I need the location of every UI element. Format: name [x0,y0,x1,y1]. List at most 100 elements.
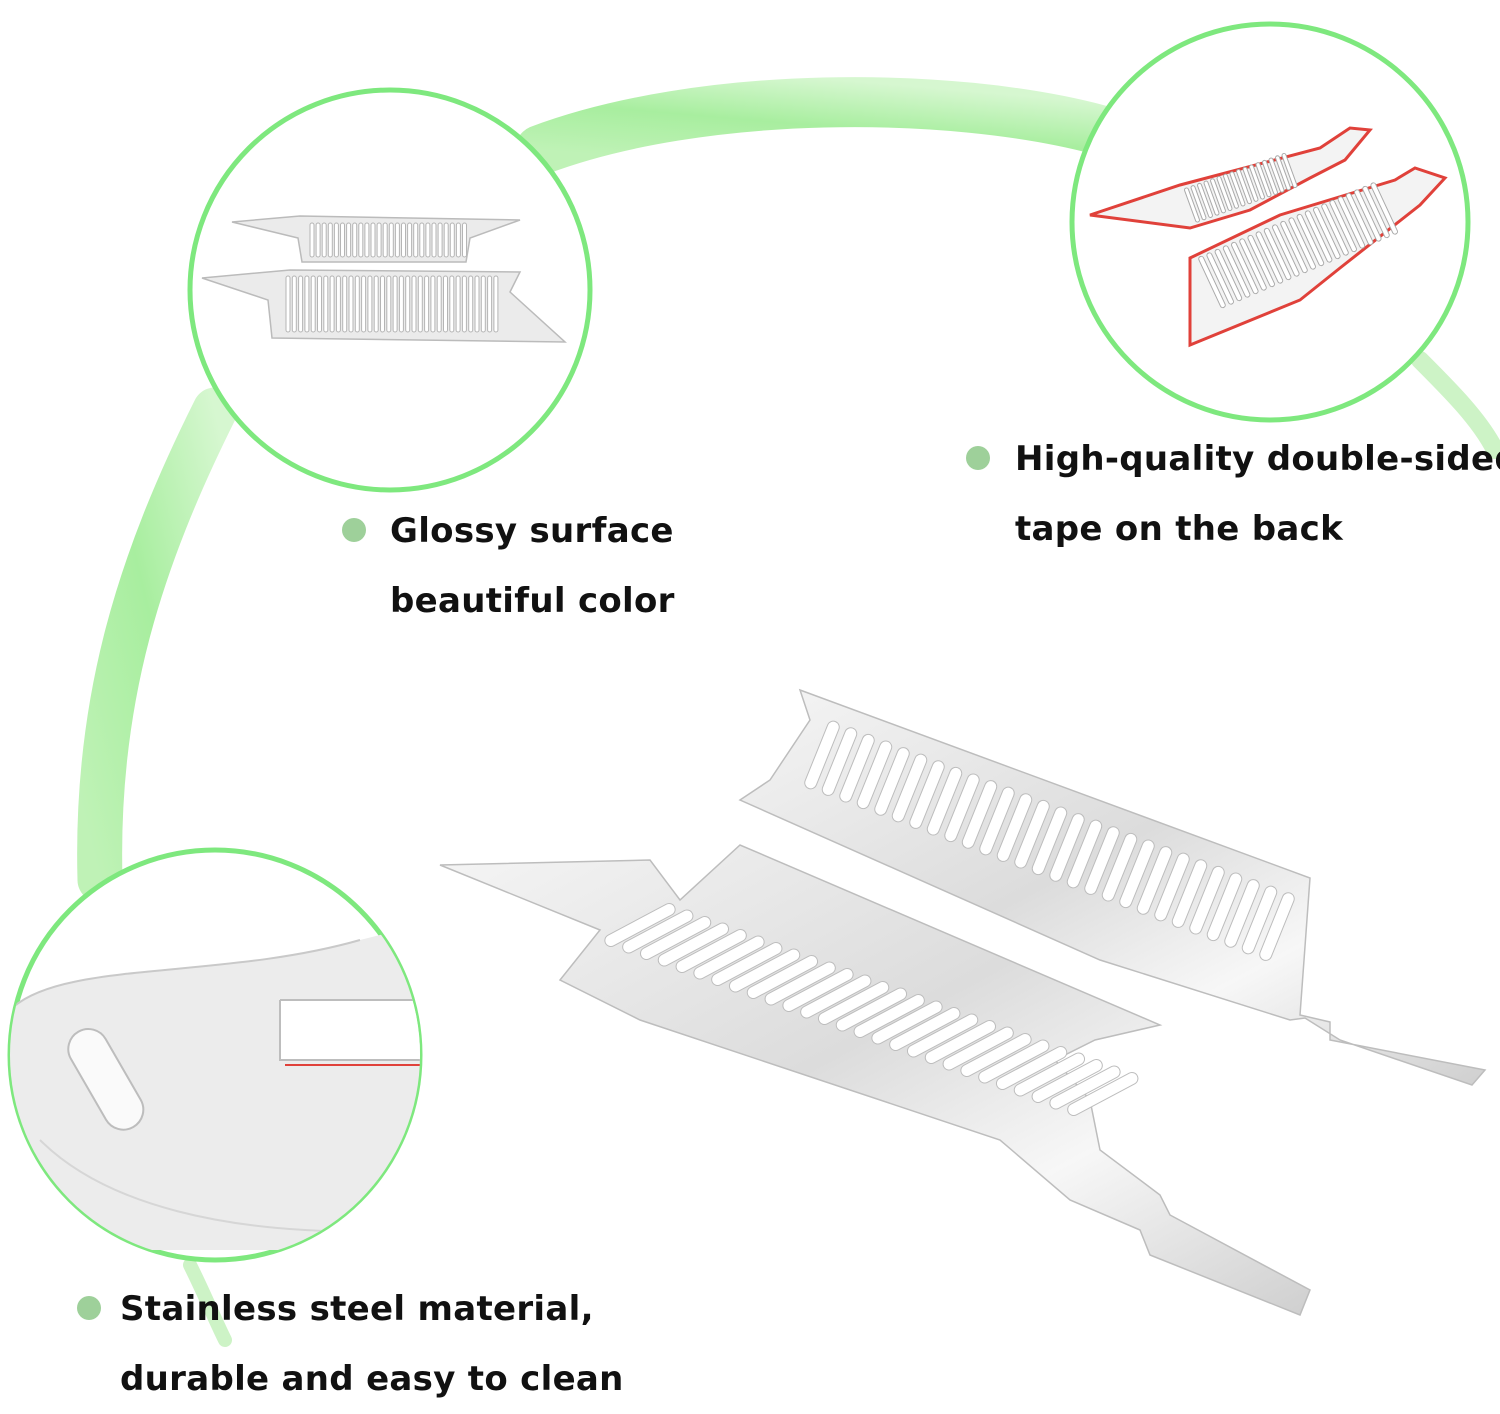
vent-slot [1189,865,1225,935]
feature-steel: Stainless steel material, durable and ea… [120,1274,624,1414]
vent-slot [455,222,461,258]
vent-slot [304,275,310,333]
feature-glossy-line-1: Glossy surface [390,511,674,551]
vent-slot [1154,852,1190,922]
vent-slot [425,222,431,258]
vent-slot [321,222,327,258]
vent-slot [413,222,419,258]
tape-backside-view [1069,21,1471,423]
vent-slot [924,1020,997,1064]
vent-slot [1362,185,1390,239]
vent-slot [401,222,406,258]
vent-slot [839,733,875,803]
vent-slot [1236,169,1252,205]
vent-slot [327,222,333,258]
vent-slot [1084,826,1120,895]
vent-slot [1206,872,1243,942]
vent-slot [889,1007,961,1051]
vent-slot [978,1039,1050,1084]
vent-slot [1203,180,1220,216]
vent-slot [1275,155,1291,191]
vent-slot [891,753,928,823]
vent-slot [1222,245,1251,298]
vent-slot [436,275,442,333]
vent-slot [364,222,370,258]
vent-slot [455,275,461,333]
vent-slot [407,222,413,258]
vent-slot [1255,162,1272,198]
vent-slot [1242,166,1259,202]
vent-slot [1321,203,1349,256]
vent-slot [493,275,499,333]
vent-slot [1304,210,1333,263]
vent-slot [431,222,437,258]
vent-slot [1013,1052,1086,1097]
vent-slot [315,222,321,258]
vent-slot [333,222,339,258]
vent-slot [367,275,373,333]
vent-slot [782,968,854,1012]
vent-slot [906,1013,979,1058]
vent-slot [392,275,398,333]
vent-slot [388,222,394,258]
vent-slot [800,974,872,1019]
vent-slot [417,275,423,333]
vent-slot [1171,859,1208,928]
vent-slot [437,222,443,258]
vent-slot [352,222,358,258]
feature-tape-line-2: tape on the back [1015,509,1344,549]
vent-slot [604,903,676,947]
vent-slot [622,909,694,954]
vent-slot [1184,187,1200,223]
vent-slot [871,1000,943,1045]
vent-slot [1067,1072,1139,1116]
vent-slot [358,222,364,258]
vent-slot [443,222,449,258]
vent-slot [853,994,925,1038]
vent-slot [430,275,436,333]
vent-slot [361,275,367,333]
vent-slot [1337,196,1366,249]
vent-slot [1214,248,1243,302]
vent-slot [835,987,908,1032]
vent-slot [370,222,376,258]
edge-closeup-view [7,847,423,1263]
vent-slot [1216,175,1233,212]
vent-slot [480,275,486,333]
vent-slot [340,222,345,258]
vent-slot [1014,799,1050,869]
vent-slot [1354,189,1382,242]
vent-slot [1049,813,1085,882]
vent-slot [1281,152,1298,189]
vent-slot [461,275,467,333]
vent-slot [310,275,316,333]
front-panel [439,844,1311,1316]
vent-slot [462,222,467,258]
vent-slot [821,727,858,796]
vent-slot [1198,255,1226,309]
vent-slot [342,275,348,333]
vent-slot [449,275,455,333]
vent-slot [376,222,382,258]
vent-slot [1296,213,1325,267]
vent-slot [1206,252,1234,305]
feature-steel-line-1: Stainless steel material, [120,1289,594,1329]
vent-slot [298,275,304,333]
vent-slot [1241,885,1278,955]
vent-slot [474,275,480,333]
vent-slot [380,275,385,333]
vent-slot [1190,185,1207,221]
feature-glossy: Glossy surface beautiful color [390,496,675,636]
vent-slot [1255,231,1284,284]
vent-slot [419,222,425,258]
vent-slot [335,275,341,333]
vent-slot [443,275,448,333]
vent-slot [817,981,890,1025]
vent-slot [675,929,747,973]
vent-slot [1136,846,1173,915]
vent-slot [874,747,910,816]
vent-slot [386,275,392,333]
vent-slot [711,942,783,986]
vent-slot [1247,234,1275,288]
vent-slot [449,222,455,258]
